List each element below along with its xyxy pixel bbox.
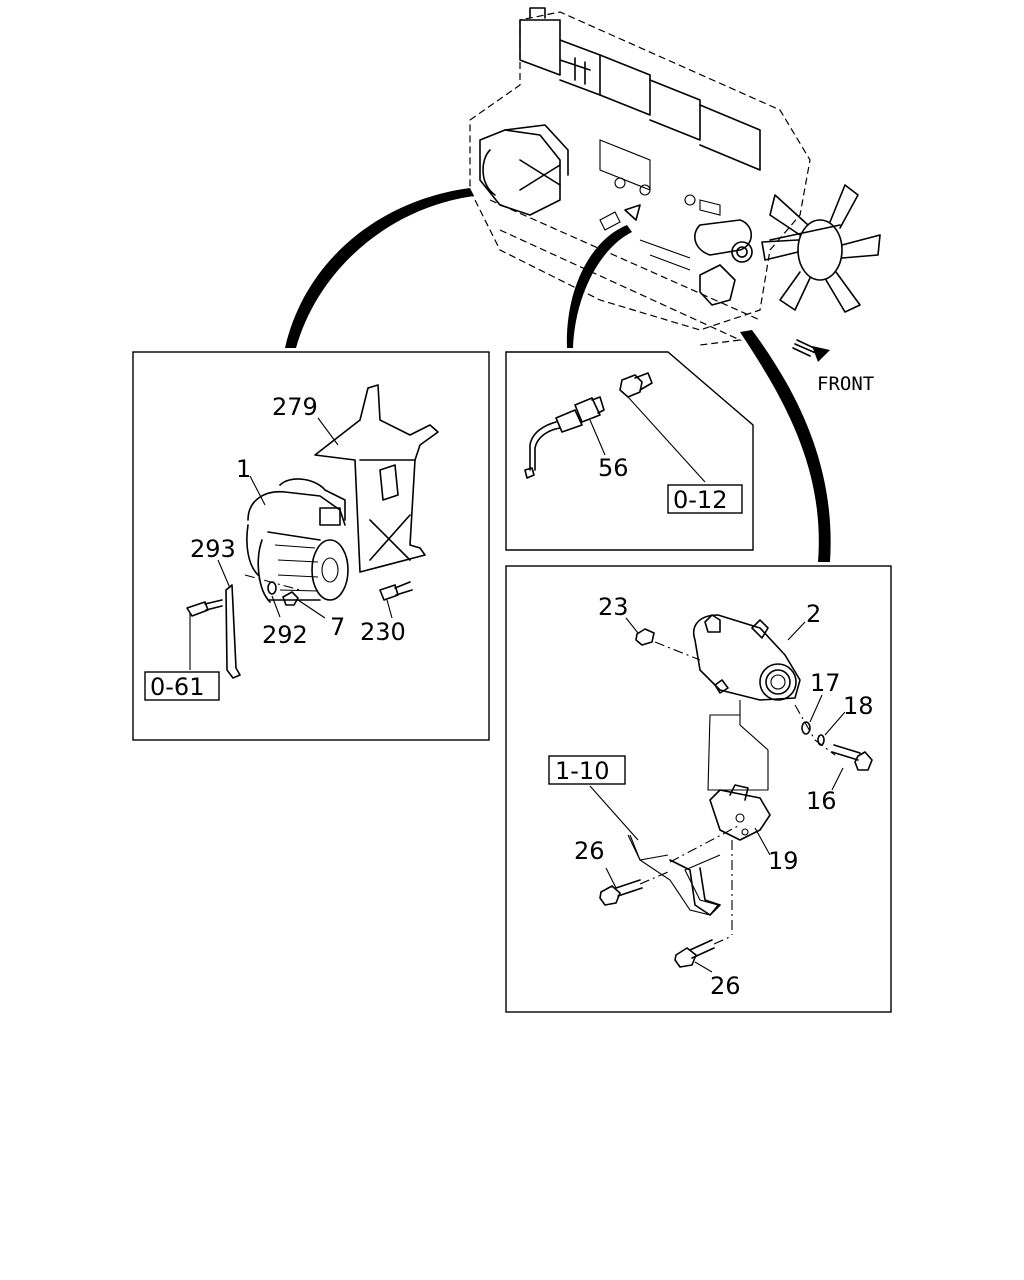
callout-26-lower: 26 [710,972,741,1000]
callout-56: 56 [598,454,629,482]
callout-16: 16 [806,787,837,815]
callout-23: 23 [598,593,629,621]
generator-panel-frame [505,565,892,1013]
front-arrow-icon [794,343,819,355]
callout-293: 293 [190,535,236,563]
ref-label-0-12: 0-12 [673,486,727,514]
callout-7: 7 [330,613,345,641]
fan-icon [761,184,881,313]
callout-279: 279 [272,393,318,421]
generator-panel: 23 2 17 18 16 19 26 26 1-10 [505,565,892,1013]
callout-18: 18 [843,692,874,720]
ref-box-0-61 [144,671,220,701]
starter-panel: 279 1 293 292 7 230 0-61 [132,351,490,741]
starter-panel-frame [132,351,490,741]
sensor-panel: 56 0-12 [505,351,754,551]
callout-19: 19 [768,847,799,875]
leader-bands [285,188,831,562]
callout-2: 2 [806,600,821,628]
callout-292: 292 [262,621,308,649]
sensor-panel-frame [505,351,754,551]
callout-17: 17 [810,669,841,697]
ref-label-1-10: 1-10 [555,757,609,785]
ref-label-0-61: 0-61 [150,673,204,701]
ref-box-0-12 [667,484,743,514]
callout-26-upper: 26 [574,837,605,865]
callout-1: 1 [236,455,251,483]
front-label: FRONT [817,373,874,395]
engine-overview: FRONT [469,7,881,395]
callout-230: 230 [360,618,406,646]
ref-box-1-10 [548,755,626,785]
